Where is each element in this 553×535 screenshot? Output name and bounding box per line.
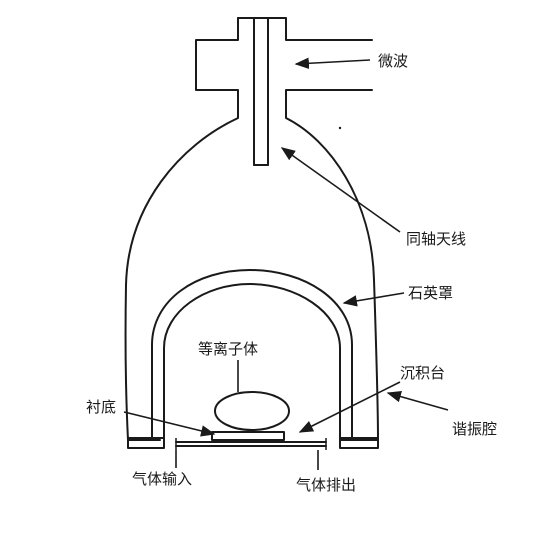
label-plasma: 等离子体 [198,340,258,358]
antenna-arrow [280,147,401,233]
label-coaxial-antenna: 同轴天线 [406,230,466,248]
quartz-arrow [342,292,405,307]
label-quartz-cover: 石英罩 [408,284,453,302]
label-gas-inlet: 气体输入 [132,470,192,488]
label-resonant-cavity: 谐振腔 [452,420,497,438]
stage-arrow [298,381,401,433]
resonant-cavity [124,17,379,441]
microwave-arrow [294,57,371,70]
substrate-arrow [123,411,216,437]
plasma-ellipse [214,391,290,431]
speck [338,126,342,130]
quartz-cover [151,269,353,441]
label-microwave: 微波 [378,52,408,70]
label-gas-outlet: 气体排出 [296,476,356,494]
coaxial-antenna [253,17,269,166]
cavity-arrow [386,390,449,411]
label-substrate: 衬底 [86,398,116,416]
reactor-base [127,437,379,450]
deposition-stage-shape [211,431,285,441]
label-deposition-stage: 沉积台 [400,364,445,382]
